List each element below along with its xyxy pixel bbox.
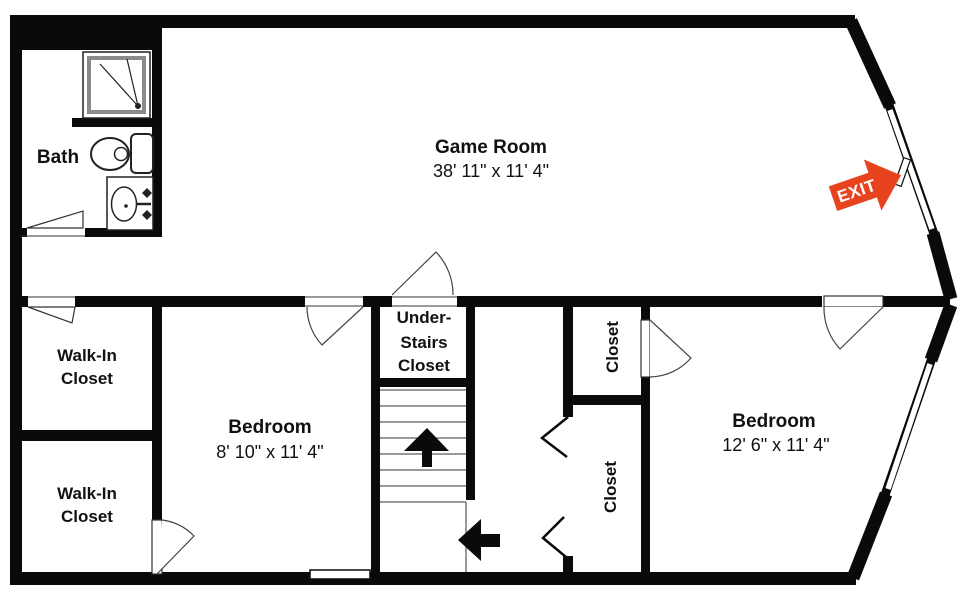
game-room: Game Room 38' 11" x 11' 4" bbox=[433, 137, 549, 181]
wall-diagonal-lower-mid bbox=[924, 302, 958, 363]
walk-in-closet-upper-label-1: Walk-In bbox=[57, 346, 117, 365]
under-stairs-area: Under- Stairs Closet bbox=[371, 251, 500, 573]
closet-upper-bottom-wall bbox=[563, 395, 650, 405]
walk-in-closet-lower-label-1: Walk-In bbox=[57, 484, 117, 503]
wall-diagonal-bottom bbox=[846, 491, 893, 581]
sink-icon bbox=[106, 176, 154, 231]
wall-top bbox=[10, 15, 855, 28]
game-room-label: Game Room bbox=[435, 137, 547, 158]
walk-in-closet-lower-door bbox=[151, 519, 195, 575]
bath-bottom-wall bbox=[85, 228, 152, 237]
under-stairs-closet-bottom-wall bbox=[380, 378, 475, 387]
closet-bedroom-wall-bottom bbox=[641, 377, 650, 573]
closet-bedroom-wall bbox=[152, 307, 162, 520]
door-leaf bbox=[823, 295, 884, 308]
closet-lower-stub-wall bbox=[563, 556, 573, 573]
game-room-door bbox=[391, 251, 457, 307]
wall-diagonal-upper-mid bbox=[926, 231, 958, 301]
bedroom-right: Bedroom 12' 6" x 11' 4" bbox=[722, 295, 884, 455]
under-stairs-closet-label-1: Under- bbox=[397, 308, 452, 327]
bath-bottom-wall-stub bbox=[22, 228, 27, 237]
closet-divider-wall bbox=[22, 430, 162, 441]
bath-door bbox=[22, 210, 85, 237]
patio-door-window bbox=[884, 103, 939, 236]
bottom-wall-window bbox=[309, 569, 371, 580]
under-stairs-closet-label-3: Closet bbox=[398, 356, 450, 375]
toilet-icon bbox=[90, 133, 154, 174]
door-leaf bbox=[27, 306, 76, 324]
bedroom-right-dimensions: 12' 6" x 11' 4" bbox=[722, 435, 829, 455]
bedroom-left-label: Bedroom bbox=[228, 417, 311, 438]
bedroom-diagonal-window bbox=[880, 356, 937, 497]
closet-upper-left-wall bbox=[563, 307, 573, 417]
bath-label: Bath bbox=[37, 147, 79, 168]
walk-in-closets: Walk-In Closet Walk-In Closet bbox=[22, 296, 195, 575]
closet-lower-door-marks bbox=[539, 416, 569, 558]
exit-arrow-icon: EXIT bbox=[828, 159, 902, 212]
center-closets: Closet Closet bbox=[539, 307, 692, 573]
bedroom-left-dimensions: 8' 10" x 11' 4" bbox=[216, 442, 323, 462]
middle-wall bbox=[20, 296, 950, 307]
under-stairs-closet-label-2: Stairs bbox=[400, 333, 447, 352]
wall-left bbox=[10, 15, 22, 585]
stairs-down-arrow-icon bbox=[458, 519, 500, 561]
wall-diagonal-top bbox=[845, 18, 896, 109]
door-leaf bbox=[640, 319, 651, 378]
outer-walls bbox=[10, 15, 856, 585]
stairs-up-arrow-icon bbox=[404, 428, 449, 467]
closet-lower-label: Closet bbox=[601, 461, 620, 513]
door-leaf bbox=[26, 210, 84, 229]
walk-in-closet-upper-door bbox=[27, 296, 76, 324]
shower-icon bbox=[82, 51, 151, 119]
shower-partition-wall bbox=[72, 118, 152, 127]
diagonal-walls bbox=[845, 18, 958, 581]
bath-right-wall bbox=[152, 50, 162, 237]
stairs-right-wall bbox=[466, 307, 475, 500]
bedroom-left-door bbox=[305, 296, 364, 346]
bedroom-right-door bbox=[823, 295, 884, 350]
game-room-dimensions: 38' 11" x 11' 4" bbox=[433, 161, 549, 181]
closet-upper-door bbox=[640, 319, 692, 378]
stairs-left-wall bbox=[371, 307, 380, 573]
bath-top-wall bbox=[10, 15, 162, 50]
walk-in-closet-upper-label-2: Closet bbox=[61, 369, 113, 388]
bath-room: Bath bbox=[10, 15, 162, 237]
walk-in-closet-lower-label-2: Closet bbox=[61, 507, 113, 526]
closet-bedroom-wall-top bbox=[641, 307, 650, 320]
closet-upper-label: Closet bbox=[603, 321, 622, 373]
bedroom-right-label: Bedroom bbox=[732, 411, 815, 432]
bedroom-left: Bedroom 8' 10" x 11' 4" bbox=[216, 296, 364, 462]
wall-bottom bbox=[10, 572, 856, 585]
